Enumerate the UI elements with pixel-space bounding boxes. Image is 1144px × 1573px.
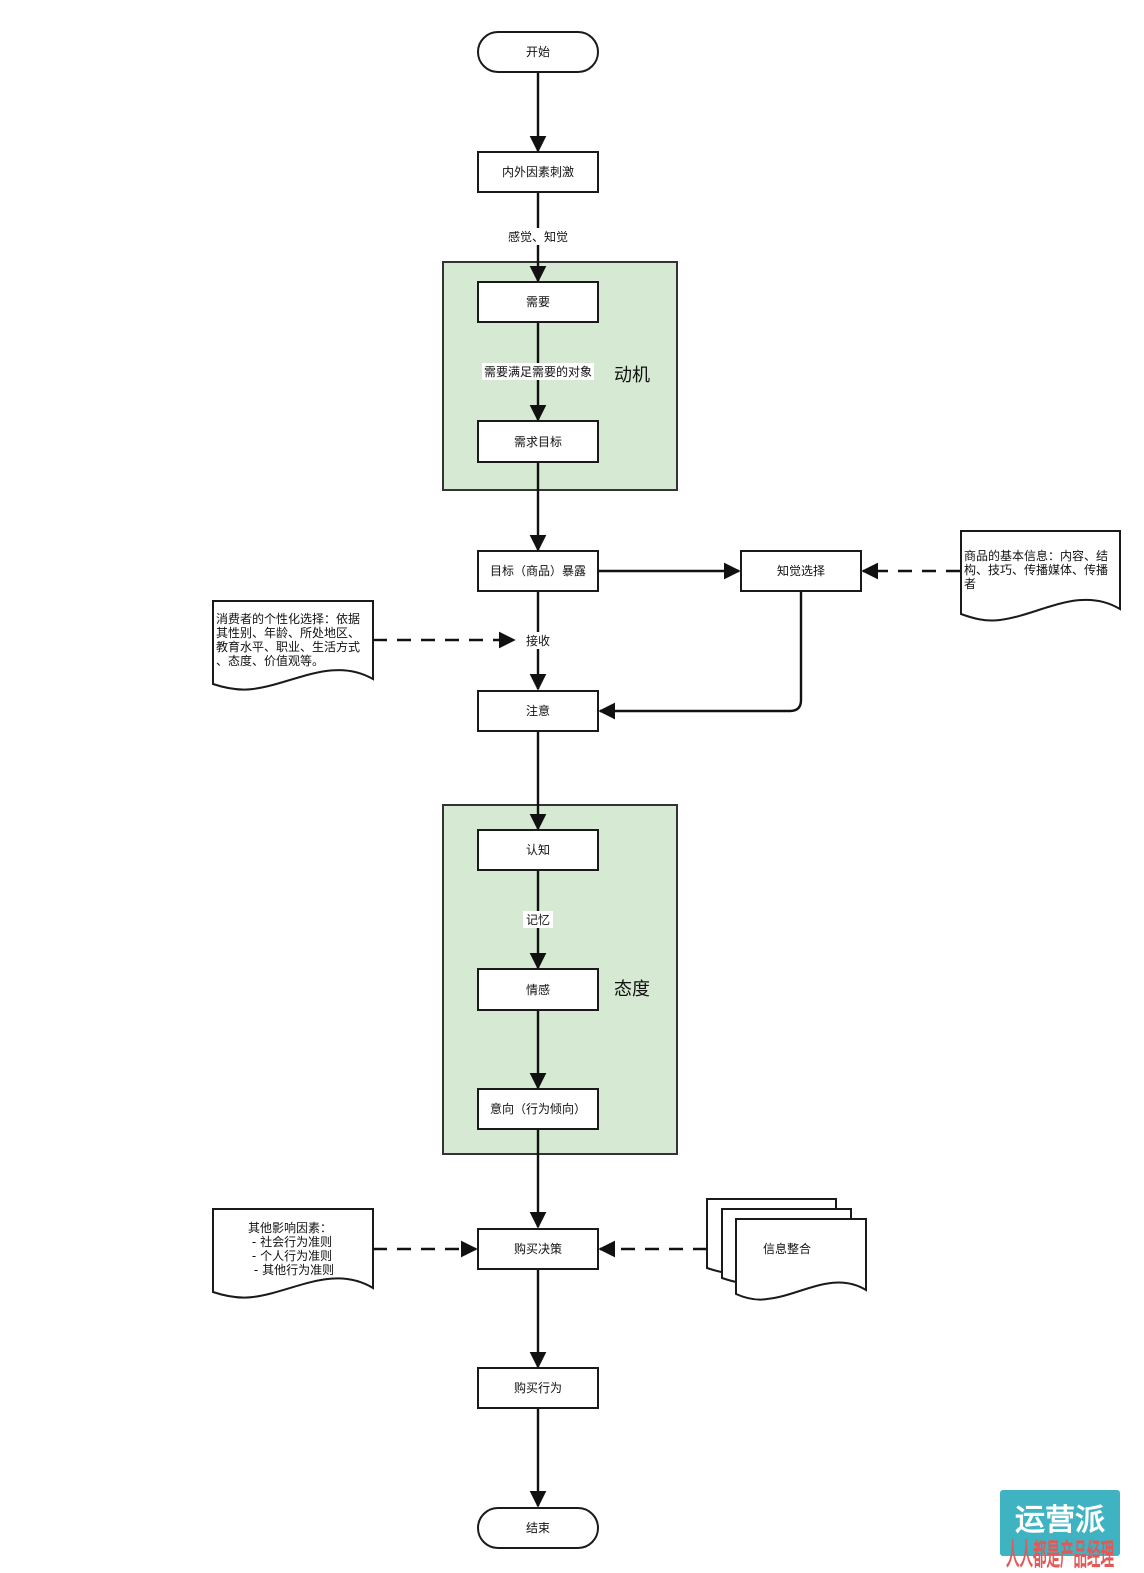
- other-factors-line-4: - 其他行为准则: [254, 1263, 334, 1277]
- stimulus-box: [477, 151, 599, 193]
- start-label: 开始: [526, 45, 550, 59]
- start-terminal: [477, 31, 599, 73]
- other-factors-line-3: - 个人行为准则: [252, 1249, 332, 1263]
- edge-label-memory: 记忆: [526, 913, 550, 927]
- exposure-box: [477, 550, 599, 592]
- product-info-document: [960, 530, 1121, 622]
- consumer-choice-line-1: 消费者的个性化选择：依据: [216, 611, 360, 626]
- perceptual-selection-label: 知觉选择: [777, 564, 825, 578]
- attention-label: 注意: [526, 703, 550, 718]
- consumer-choice-line-3: 教育水平、职业、生活方式: [216, 639, 360, 654]
- need-label: 需要: [526, 295, 550, 309]
- receive-label: 接收: [526, 633, 550, 648]
- purchase-decision-box: [477, 1228, 599, 1270]
- watermark-top-text: 运营派: [1015, 1503, 1105, 1538]
- consumer-choice-line-4: 、态度、价值观等。: [216, 653, 324, 668]
- end-terminal: [477, 1507, 599, 1549]
- edge-selection-attention: [598, 591, 803, 720]
- end-label: 结束: [526, 1521, 550, 1535]
- other-factors-line-1: 其他影响因素：: [248, 1220, 332, 1235]
- motivation-group-title: 动机: [614, 365, 650, 386]
- watermark-logo: 运营派 人人都是产品经理: [1000, 1490, 1120, 1573]
- product-info-line-3: 者: [964, 577, 976, 591]
- attitude-group-title: 态度: [614, 979, 650, 1000]
- stimulus-label: 内外因素刺激: [502, 165, 574, 179]
- consumer-choice-document: [212, 600, 374, 691]
- other-factors-line-2: - 社会行为准则: [252, 1234, 332, 1249]
- cognition-box: [477, 829, 599, 871]
- other-factors-document: [212, 1208, 374, 1299]
- consumer-choice-line-2: 其性别、年龄、所处地区、: [216, 626, 360, 640]
- attention-box: [477, 690, 599, 732]
- need-box: [477, 281, 599, 323]
- edge-label-need-to-goal: 需要满足需要的对象: [484, 364, 592, 379]
- purchase-behavior-box: [477, 1367, 599, 1409]
- watermark-bottom-text: 人人都是产品经理: [1006, 1538, 1114, 1573]
- demand-goal-label: 需求目标: [514, 435, 562, 449]
- demand-goal-box: [477, 420, 599, 463]
- info-integration-multidocument: [706, 1198, 867, 1301]
- product-info-line-1: 商品的基本信息：内容、结: [964, 548, 1108, 563]
- cognition-label: 认知: [526, 843, 550, 857]
- intention-box: [477, 1088, 599, 1130]
- edge-label-perception: 感觉、知觉: [508, 229, 568, 244]
- emotion-label: 情感: [526, 982, 550, 997]
- exposure-label: 目标（商品）暴露: [490, 563, 586, 578]
- product-info-line-2: 构、技巧、传播媒体、传播: [964, 562, 1108, 577]
- purchase-decision-label: 购买决策: [514, 1241, 562, 1256]
- purchase-behavior-label: 购买行为: [514, 1380, 562, 1395]
- perceptual-selection-box: [740, 550, 862, 592]
- info-integration-label: 信息整合: [763, 1241, 811, 1256]
- intention-label: 意向（行为倾向）: [490, 1101, 586, 1116]
- emotion-box: [477, 968, 599, 1011]
